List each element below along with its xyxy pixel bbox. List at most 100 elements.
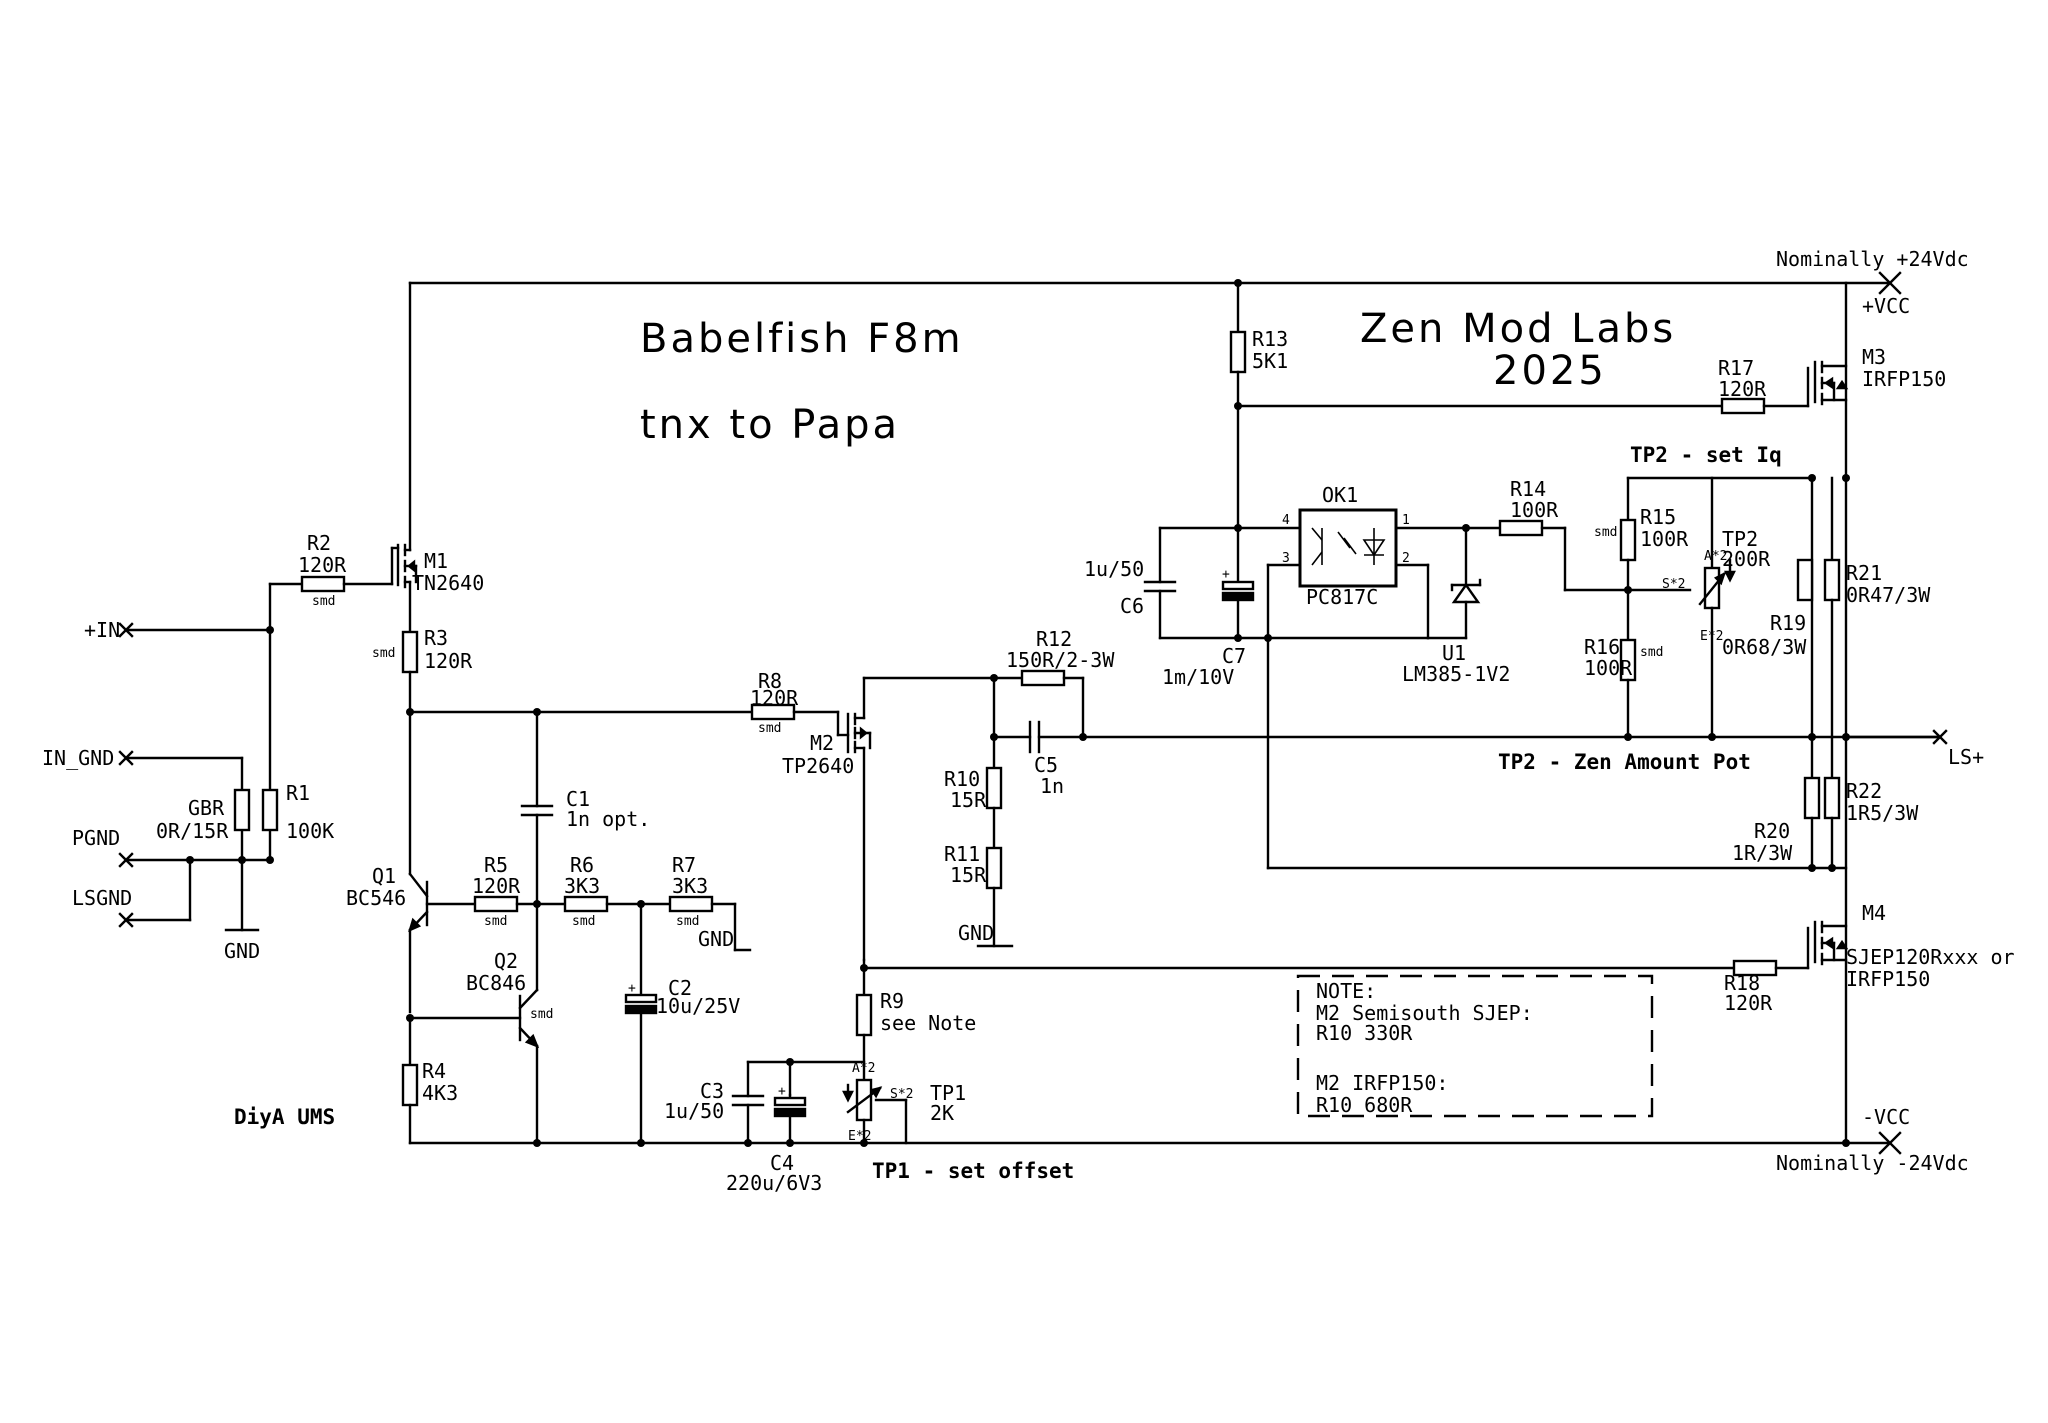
note-box: NOTE: M2 Semisouth SJEP: R10 330R M2 IRF… [1296, 974, 1654, 1118]
capacitor-c4: + C4 220u/6V3 [726, 1084, 822, 1195]
ok1-pin2: 2 [1402, 551, 1410, 566]
tp1-pin-s: S*2 [890, 1087, 913, 1102]
resistor-r2: R2 120R smd [268, 531, 394, 632]
resistor-r3: smd R3 120R [372, 626, 473, 714]
r17-value: 120R [1718, 377, 1767, 401]
r22-ref: R22 [1846, 779, 1882, 803]
r2-ref: R2 [307, 531, 331, 555]
r20-ref: R20 [1754, 819, 1790, 843]
resistor-r4: R4 4K3 [401, 1016, 458, 1145]
optocoupler-ok1: 4 3 1 2 OK1 PC817C [1266, 483, 1468, 870]
input-ports: +IN IN_GND PGND LSGND GND [42, 618, 274, 963]
svg-text:+: + [628, 981, 636, 996]
r19-ref: R19 [1770, 611, 1806, 635]
c1-ref: C1 [566, 787, 590, 811]
tp2-zen-annotation: TP2 - Zen Amount Pot [1498, 750, 1751, 774]
r17-ref: R17 [1718, 356, 1754, 380]
c2-ref: C2 [668, 976, 692, 1000]
r6-smd: smd [572, 914, 595, 929]
r1-ref: R1 [286, 781, 310, 805]
gbr-value: 0R/15R [156, 819, 229, 843]
r13-value: 5K1 [1252, 349, 1288, 373]
r16-ref: R16 [1584, 635, 1620, 659]
note-line4: M2 IRFP150: [1316, 1071, 1448, 1095]
resistor-r15: smd R15 100R [1594, 476, 1689, 642]
svg-text:+: + [1222, 567, 1230, 582]
capacitor-c7: + C7 1m/10V [1162, 526, 1255, 689]
tp2-pin-e: E*2 [1700, 629, 1723, 644]
gnd2-label: GND [698, 927, 734, 951]
u1-value: LM385-1V2 [1402, 662, 1510, 686]
c5-ref: C5 [1034, 753, 1058, 777]
resistor-r5: R5 120R smd [472, 853, 567, 929]
tp2-pin-a: A*2 [1704, 549, 1727, 564]
resistor-r16: smd R16 100R [1584, 635, 1663, 739]
resistor-r13: R13 5K1 [1229, 281, 1288, 530]
gnd3-label: GND [958, 921, 994, 945]
resistor-r9: R9 see Note [855, 966, 976, 1082]
u1-ref: U1 [1442, 641, 1466, 665]
q2-ref: Q2 [494, 949, 518, 973]
r16-value: 100R [1584, 656, 1633, 680]
tp2-ref: TP2 [1722, 527, 1758, 551]
resistor-r21: R21 0R47/3W [1796, 476, 1931, 739]
r18-ref: R18 [1724, 971, 1760, 995]
vcc-pos-label: +VCC [1862, 294, 1910, 318]
r19-value: 0R68/3W [1722, 635, 1807, 659]
gnd1-label: GND [224, 939, 260, 963]
c4-value: 220u/6V3 [726, 1171, 822, 1195]
m3-value: IRFP150 [1862, 367, 1946, 391]
svg-text:+: + [778, 1084, 786, 1099]
mosfet-m3: M3 IRFP150 [1806, 345, 1946, 408]
capacitor-c3: C3 1u/50 [664, 1060, 792, 1145]
q2-smd: smd [530, 1007, 553, 1022]
r11-ref: R11 [944, 842, 980, 866]
r18-value: 120R [1724, 991, 1773, 1015]
c3-value: 1u/50 [664, 1099, 724, 1123]
r10-value: 15R [950, 788, 987, 812]
r15-value: 100R [1640, 527, 1689, 551]
mosfet-m4: M4 SJEP120Rxxx or IRFP150 [1806, 901, 2015, 991]
mosfet-m1: M1 TN2640 [390, 281, 484, 634]
negative-rail: Nominally -24Vdc -VCC [408, 1105, 1969, 1175]
r12-value: 150R/2-3W [1006, 648, 1115, 672]
r8-ref: R8 [758, 669, 782, 693]
title-line2: tnx to Papa [640, 402, 900, 448]
note-line1: NOTE: [1316, 979, 1376, 1003]
c6-value: 1u/50 [1084, 557, 1144, 581]
q2-value: BC846 [466, 971, 526, 995]
m4-ref: M4 [1862, 901, 1886, 925]
note-line2: M2 Semisouth SJEP: [1316, 1001, 1533, 1025]
resistor-gbr: GBR 0R/15R [156, 788, 251, 843]
m1-ref: M1 [424, 549, 448, 573]
credit-label: DiyA UMS [234, 1105, 335, 1129]
c1-value: 1n opt. [566, 807, 650, 831]
resistor-r17: R17 120R [1718, 356, 1810, 415]
in-port-label: +IN [84, 618, 120, 642]
r2-value: 120R [298, 553, 347, 577]
ok1-pin3: 3 [1282, 551, 1290, 566]
author-line2: 2025 [1493, 348, 1607, 394]
nominal-pos-label: Nominally +24Vdc [1776, 247, 1969, 271]
ok1-value: PC817C [1306, 585, 1378, 609]
author-line1: Zen Mod Labs [1360, 306, 1676, 352]
c5-value: 1n [1040, 774, 1064, 798]
r5-value: 120R [472, 874, 521, 898]
transistor-q2: Q2 BC846 smd [406, 902, 553, 1145]
tp2-pin-s: S*2 [1662, 577, 1685, 592]
resistor-r6: R6 3K3 smd [563, 853, 672, 929]
capacitor-c6: 1u/50 C6 [1084, 526, 1430, 640]
r9-value: see Note [880, 1011, 976, 1035]
r10-ref: R10 [944, 767, 980, 791]
r7-ref: R7 [672, 853, 696, 877]
r15-smd: smd [1594, 525, 1617, 540]
mosfet-m2: M2 TP2640 [782, 676, 996, 962]
tp1-pin-e: E*2 [848, 1129, 871, 1144]
r4-ref: R4 [422, 1059, 446, 1083]
q1-ref: Q1 [372, 864, 396, 888]
m4-value2: IRFP150 [1846, 967, 1930, 991]
vcc-neg-label: -VCC [1862, 1105, 1910, 1129]
r8-smd: smd [758, 721, 781, 736]
c6-ref: C6 [1120, 594, 1144, 618]
m3-ref: M3 [1862, 345, 1886, 369]
